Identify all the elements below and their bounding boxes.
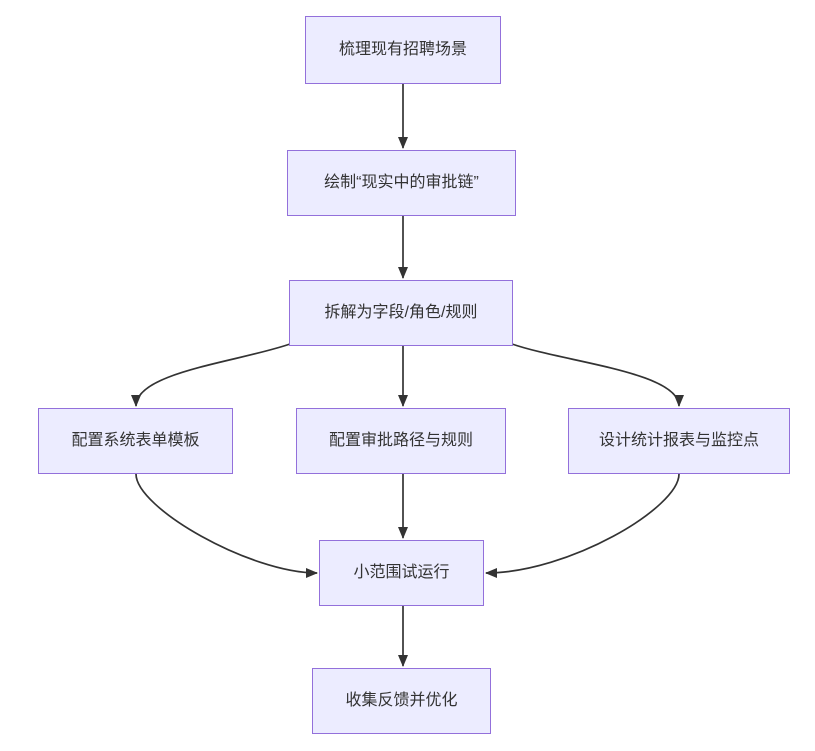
flow-node-design-reports-monitoring: 设计统计报表与监控点 bbox=[568, 408, 790, 474]
flow-node-small-scale-trial: 小范围试运行 bbox=[319, 540, 484, 606]
flow-node-label: 设计统计报表与监控点 bbox=[598, 432, 759, 450]
flow-node-configure-approval-paths: 配置审批路径与规则 bbox=[296, 408, 506, 474]
flow-node-collect-feedback-optimize: 收集反馈并优化 bbox=[312, 668, 491, 734]
flow-node-label: 配置系统表单模板 bbox=[71, 432, 200, 450]
flow-node-configure-form-templates: 配置系统表单模板 bbox=[38, 408, 233, 474]
flow-node-label: 梳理现有招聘场景 bbox=[338, 41, 467, 59]
flow-node-decompose-fields-roles-rules: 拆解为字段/角色/规则 bbox=[289, 280, 513, 346]
edge-c-d bbox=[131, 343, 291, 407]
edge-f-g bbox=[485, 473, 680, 578]
flow-node-label: 绘制“现实中的审批链” bbox=[324, 174, 479, 192]
flow-node-label: 收集反馈并优化 bbox=[345, 692, 458, 710]
edge-d-g bbox=[135, 473, 318, 578]
flow-node-label: 配置审批路径与规则 bbox=[328, 432, 473, 450]
flow-node-label: 拆解为字段/角色/规则 bbox=[324, 304, 478, 322]
flow-node-draw-real-approval-chain: 绘制“现实中的审批链” bbox=[287, 150, 516, 216]
flow-node-sort-recruitment-scenarios: 梳理现有招聘场景 bbox=[305, 16, 501, 84]
flow-node-label: 小范围试运行 bbox=[353, 564, 450, 582]
edge-c-f bbox=[511, 343, 684, 407]
